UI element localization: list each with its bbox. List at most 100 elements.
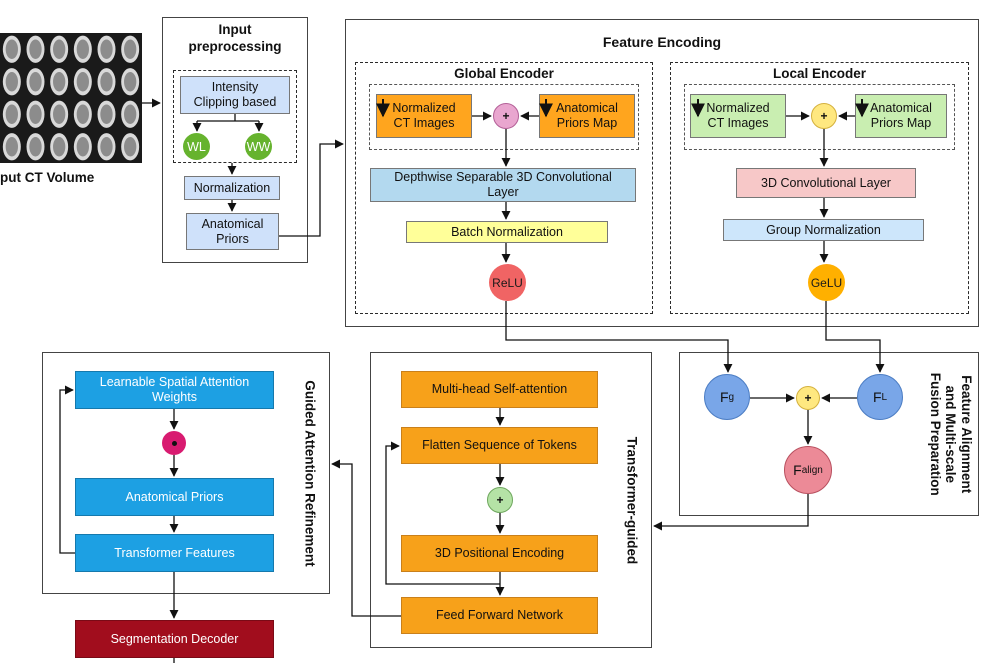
normalization-box: Normalization [184,176,280,200]
ct-slice-inner [5,137,18,157]
ct-slice-inner [53,137,66,157]
ct-slice-inner [124,137,137,157]
ct-slice-inner [124,72,137,92]
attention-weights-line2: Weights [152,390,197,404]
global-normalized-ct-line2: CT Images [393,116,455,130]
depthwise-conv-box: Depthwise Separable 3D Convolutional Lay… [370,168,636,202]
ct-slice-inner [124,104,137,124]
local-priors-map-box: Anatomical Priors Map [855,94,947,138]
falign-main: F [793,462,802,478]
fl-sub: L [881,391,888,403]
ct-slice-inner [53,72,66,92]
arrow-relu-to-fg [505,301,733,373]
relu-node: ReLU [489,264,526,301]
ct-volume-image [0,33,142,163]
group-normalization-box: Group Normalization [723,219,924,241]
local-plus-node: + [811,103,837,129]
ct-slice-inner [53,104,66,124]
flatten-tokens-box: Flatten Sequence of Tokens [401,427,598,464]
attention-weights-line1: Learnable Spatial Attention [99,375,250,389]
ct-slice-inner [53,39,66,59]
arrow-falign-to-transformer [653,494,809,531]
fg-sub: g [728,391,735,403]
fl-main: F [872,389,882,405]
intensity-clipping-line1: Intensity [211,80,259,94]
ct-slice-inner [100,39,113,59]
mhsa-box: Multi-head Self-attention [401,371,598,408]
global-encoder-group [355,62,653,314]
preprocessing-title-line1: Input [218,22,252,37]
ct-slice-inner [29,72,42,92]
ww-node: WW [245,133,272,160]
global-encoder-title: Global Encoder [454,66,554,81]
local-priors-map-line2: Priors Map [870,116,932,130]
local-input-group [684,84,955,150]
local-encoder-group [670,62,969,314]
gelu-node: GeLU [808,264,845,301]
arrow-preprocessing-to-encoding [279,139,344,237]
ct-slice-inner [76,137,89,157]
global-priors-map-line2: Priors Map [556,116,618,130]
segmentation-decoder-box: Segmentation Decoder [75,620,274,658]
ct-slice-inner [76,104,89,124]
local-normalized-ct-line1: Normalized [706,101,770,115]
ct-slice-inner [5,72,18,92]
ct-slice-inner [100,104,113,124]
intensity-clipping-box: Intensity Clipping based [180,76,290,114]
ct-slice-inner [100,137,113,157]
local-normalized-ct-line2: CT Images [707,116,769,130]
global-priors-map-line1: Anatomical [556,101,618,115]
falign-sub: align [801,464,823,476]
global-priors-map-box: Anatomical Priors Map [539,94,635,138]
attention-weights-box: Learnable Spatial Attention Weights [75,371,274,409]
transformer-features-box: Transformer Features [75,534,274,572]
ct-slice-inner [124,39,137,59]
ct-slice-inner [29,39,42,59]
global-input-group [369,84,639,150]
arrow-features-loop [59,385,75,554]
anatomical-priors-box: Anatomical Priors [186,213,279,250]
ct-slice-inner [100,72,113,92]
positional-encoding-box: 3D Positional Encoding [401,535,598,572]
local-priors-map-line1: Anatomical [870,101,932,115]
alignment-plus-node: + [796,386,820,410]
conv3d-box: 3D Convolutional Layer [736,168,916,198]
dot-operator-icon [171,440,177,446]
wl-node: WL [183,133,210,160]
global-normalized-ct-line1: Normalized [392,101,456,115]
ct-slice-inner [76,39,89,59]
arrow-gelu-to-fl [825,301,885,373]
ct-slice-inner [29,137,42,157]
intensity-clipping-line2: Clipping based [193,95,277,109]
feature-encoding-title: Feature Encoding [602,34,722,50]
preprocessing-title-line2: preprocessing [188,38,282,54]
ct-slice-inner [5,39,18,59]
attention-priors-box: Anatomical Priors [75,478,274,516]
feed-forward-box: Feed Forward Network [401,597,598,634]
global-plus-node: + [493,103,519,129]
global-normalized-ct-box: Normalized CT Images [376,94,472,138]
input-ct-volume-label: Input CT Volume [0,170,95,185]
attention-dot-node [162,431,186,455]
arrow-ffn-to-attention [331,459,401,617]
fg-main: F [719,389,729,405]
arrow-residual-loop [385,441,500,585]
ct-slice-inner [5,104,18,124]
arrow-clipping-split [197,114,259,122]
batch-normalization-box: Batch Normalization [406,221,608,243]
ct-slice-inner [76,72,89,92]
local-normalized-ct-box: Normalized CT Images [690,94,786,138]
ct-slice-inner [29,104,42,124]
local-encoder-title: Local Encoder [772,66,867,81]
depthwise-conv-line2: Layer [487,185,519,199]
transformer-plus-node: + [487,487,513,513]
anatomical-priors-line2: Priors [216,231,249,246]
anatomical-priors-line1: Anatomical [201,216,264,231]
preprocessing-title: Input preprocessing [162,22,308,56]
depthwise-conv-line1: Depthwise Separable 3D Convolutional [394,170,612,184]
clipping-group [173,70,297,163]
